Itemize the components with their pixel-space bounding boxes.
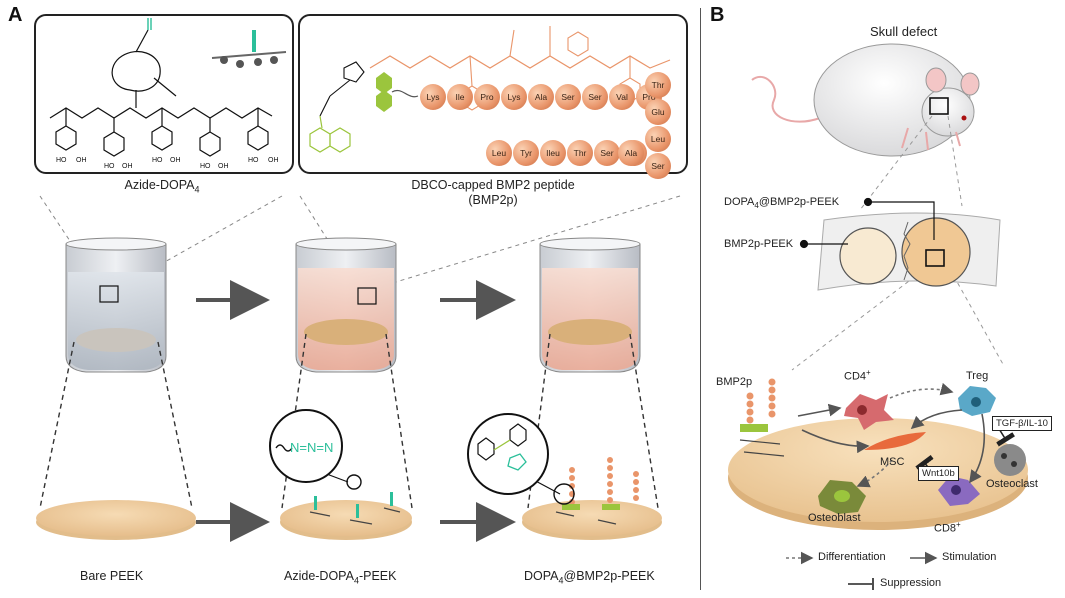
dopa-bmp2p-peek-label: DOPA4@BMP2p-PEEK <box>524 569 655 586</box>
peptide-bead: Glu <box>645 99 671 125</box>
svg-text:OH: OH <box>170 157 181 164</box>
svg-text:OH: OH <box>76 157 87 164</box>
tgf-il10-tag: TGF-β/IL-10 <box>992 416 1052 431</box>
peptide-bead: Ileu <box>540 140 566 166</box>
beaker-1 <box>65 237 167 373</box>
peptide-bead: Lys <box>420 84 446 110</box>
legend-differentiation: Differentiation <box>818 551 886 563</box>
dbco-caption: DBCO-capped BMP2 peptide (BMP2p) <box>411 178 575 207</box>
rat-illustration <box>751 43 980 157</box>
panel-divider <box>700 8 701 590</box>
panel-a-letter: A <box>8 4 23 26</box>
dopa-bmp2p-peek-implant-label: DOPA4@BMP2p-PEEK <box>724 196 840 211</box>
beaker-2 <box>295 237 397 373</box>
dbco-icon <box>376 72 392 112</box>
bare-peek-label: Bare PEEK <box>80 569 144 583</box>
svg-text:HO: HO <box>104 163 115 170</box>
peptide-bead: Leu <box>645 126 671 152</box>
peptide-bead: Ala <box>618 140 644 166</box>
dbco-peptide-skeleton <box>309 26 671 153</box>
panel-b-drawing <box>728 43 1028 590</box>
peptide-bead: Ser <box>594 140 620 166</box>
wnt10b-tag: Wnt10b <box>918 466 959 481</box>
azide-dopa-caption: Azide-DOPA4 <box>124 178 200 195</box>
peptide-chain-column: Thr Glu Leu Ser <box>645 72 671 179</box>
peptide-bead: Ser <box>645 153 671 179</box>
msc-cell <box>864 432 926 450</box>
peptide-bead: Tyr <box>513 140 539 166</box>
msc-label: MSC <box>880 456 905 468</box>
bmp2p-peek-implant-label: BMP2p-PEEK <box>724 238 794 250</box>
implant-strip <box>817 212 1001 291</box>
azide-dopa-structure-drawing: HO OH HO OH HO OH HO OH HO OH <box>49 18 287 170</box>
svg-text:HO: HO <box>56 157 67 164</box>
legend-stimulation: Stimulation <box>942 551 997 563</box>
peptide-bead: Ile <box>447 84 473 110</box>
peptide-bead: Ser <box>555 84 581 110</box>
svg-text:OH: OH <box>218 163 229 170</box>
azide-formula-label: N=N=N <box>290 440 334 455</box>
svg-text:OH: OH <box>268 157 279 164</box>
peptide-bead: Pro <box>474 84 500 110</box>
azide-dopa-structure-box: HO OH HO OH HO OH HO OH HO OH <box>34 14 294 174</box>
skull-defect-title: Skull defect <box>870 24 938 39</box>
dbco-bmp2p-structure-box: Lys Ile Pro Lys Ala Ser Ser Val Pro Thr … <box>298 14 688 179</box>
cd8-cell <box>938 476 980 506</box>
svg-text:HO: HO <box>200 163 211 170</box>
treg-cell <box>958 386 996 416</box>
peptide-bead: Ala <box>528 84 554 110</box>
panel-b-letter: B <box>710 4 725 26</box>
azide-dopa-peek-label: Azide-DOPA4-PEEK <box>284 569 397 586</box>
svg-text:HO: HO <box>152 157 163 164</box>
cd4-label: CD4+ <box>844 368 871 383</box>
cd4-cell <box>844 394 894 430</box>
peptide-bead: Leu <box>486 140 512 166</box>
treg-label: Treg <box>966 370 989 382</box>
beaker-3 <box>539 237 641 373</box>
osteoblast-cell <box>818 480 866 514</box>
legend-suppression: Suppression <box>880 577 942 589</box>
peptide-bead: Ser <box>582 84 608 110</box>
panel-a-process-drawing <box>36 195 681 542</box>
osteoclast-label: Osteoclast <box>986 478 1038 490</box>
cd8-label: CD8+ <box>934 520 961 535</box>
peptide-bead: Lys <box>501 84 527 110</box>
osteoclast-cell <box>994 444 1026 476</box>
osteoblast-label: Osteoblast <box>808 512 861 524</box>
peptide-bead: Thr <box>645 72 671 98</box>
peptide-bead: Thr <box>567 140 593 166</box>
svg-text:HO: HO <box>248 157 259 164</box>
peptide-bead: Val <box>609 84 635 110</box>
bmp2p-cell-label: BMP2p <box>716 376 753 388</box>
svg-text:OH: OH <box>122 163 133 170</box>
